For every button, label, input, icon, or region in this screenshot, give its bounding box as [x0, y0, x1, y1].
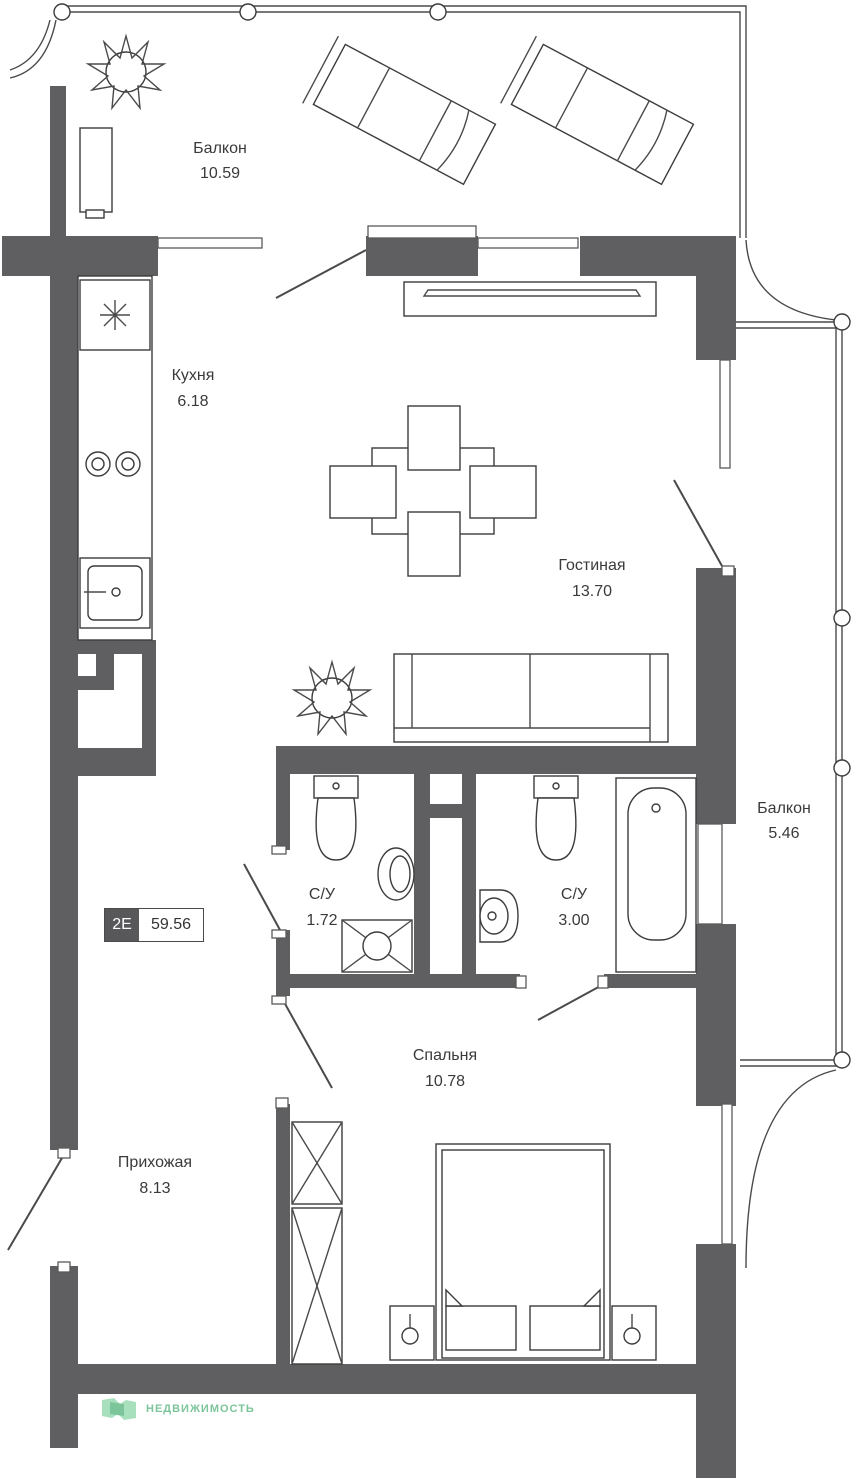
- room-area-balcony-right: 5.46: [768, 825, 799, 842]
- brand-flag-icon: [102, 1398, 136, 1420]
- room-area-living: 13.70: [572, 583, 612, 600]
- room-area-balcony-top: 10.59: [200, 165, 240, 182]
- room-name-kitchen: Кухня: [172, 367, 215, 384]
- room-area-hallway: 8.13: [139, 1180, 170, 1197]
- right-balcony-railing: [736, 239, 851, 1269]
- bathroom-fixtures: [313, 775, 697, 973]
- room-name-balcony-top: Балкон: [193, 140, 247, 157]
- room-labels: Балкон 10.59 Кухня 6.18 Гостиная 13.70 Б…: [118, 140, 811, 1197]
- room-name-hallway: Прихожая: [118, 1154, 192, 1171]
- brand-logo: НЕДВИЖИМОСТЬ: [100, 1396, 255, 1422]
- walls: [2, 86, 736, 1478]
- room-area-bedroom: 10.78: [425, 1073, 465, 1090]
- top-balcony-railing: [9, 3, 747, 238]
- bedroom-furniture: [291, 1121, 657, 1365]
- apartment-badge: 2E 59.56: [104, 908, 205, 942]
- balcony-furniture: [79, 33, 695, 219]
- brand-text: НЕДВИЖИМОСТЬ: [146, 1403, 255, 1415]
- apartment-total-area: 59.56: [151, 916, 192, 933]
- room-name-balcony-right: Балкон: [757, 800, 811, 817]
- windows: [57, 225, 735, 1273]
- room-area-bath-small: 1.72: [306, 912, 337, 929]
- room-area-kitchen: 6.18: [177, 393, 208, 410]
- room-name-bath-large: С/У: [561, 886, 588, 903]
- room-area-bath-large: 3.00: [558, 912, 589, 929]
- apartment-type: 2E: [105, 909, 139, 941]
- door-swings: [7, 249, 723, 1251]
- room-name-living: Гостиная: [558, 557, 625, 574]
- room-name-bath-small: С/У: [309, 886, 336, 903]
- room-name-bedroom: Спальня: [413, 1047, 477, 1064]
- kitchen-furniture: [77, 275, 153, 641]
- living-furniture: [291, 281, 669, 743]
